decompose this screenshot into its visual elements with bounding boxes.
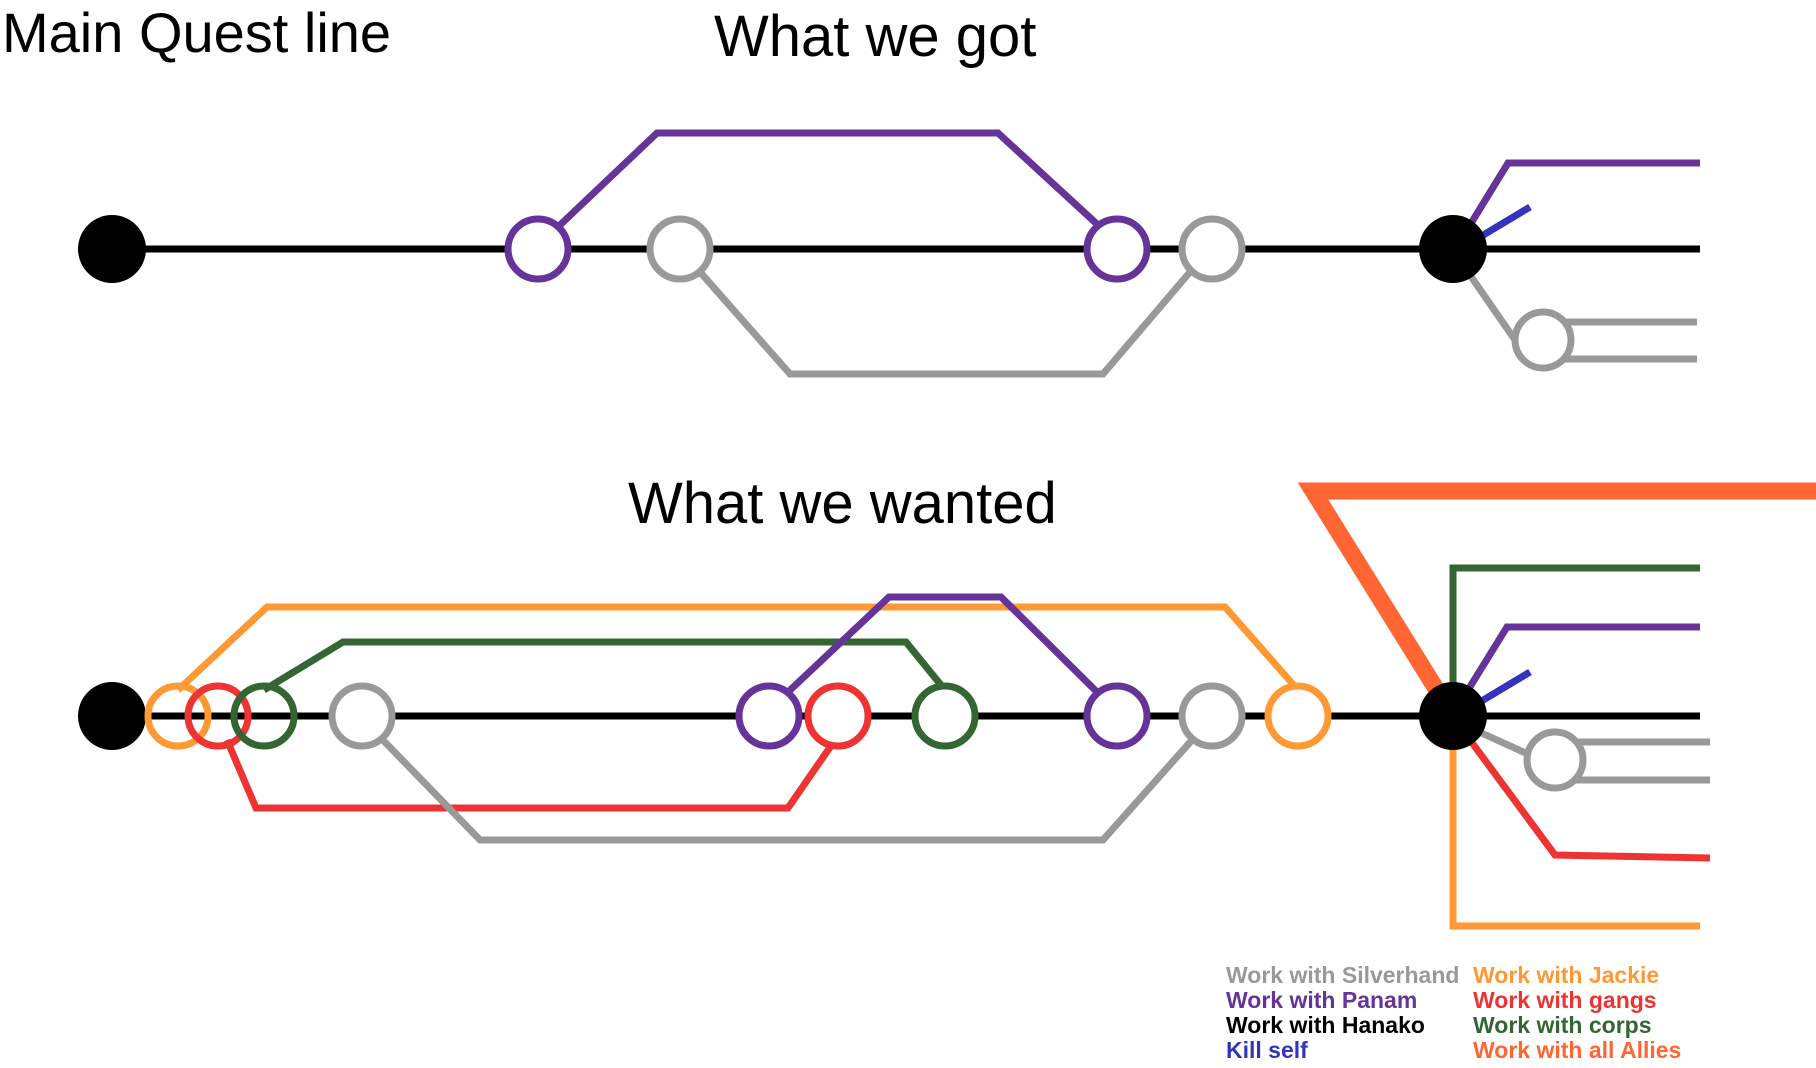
what-we-got-title: What we got [714,4,1037,69]
got-ending-panam [1467,159,1700,227]
wanted-panam-node-2 [1083,682,1151,750]
legend-kill-self: Kill self [1226,1037,1308,1063]
what-we-wanted-diagram [78,482,1816,930]
wanted-ending-silverhand-diag [1473,726,1532,759]
wanted-ending-gangs [1467,737,1711,862]
wanted-gangs-branch [223,738,838,812]
wanted-panam-branch [784,593,1101,696]
legend-gangs: Work with gangs [1473,987,1657,1013]
wanted-jackie-branch [175,603,1301,693]
got-start-node [78,215,146,283]
legend-left: Work with Silverhand Work with Panam Wor… [1226,963,1459,1063]
got-panam-node-1 [504,215,572,283]
got-silverhand-node-1 [646,215,714,283]
wanted-silverhand-node-2 [1178,682,1246,750]
wanted-ending-corps [1449,564,1700,716]
legend-all-allies: Work with all Allies [1473,1037,1682,1063]
legend-corps: Work with corps [1473,1012,1652,1038]
what-we-wanted-title: What we wanted [628,471,1057,536]
wanted-ending-kill-self [1473,668,1532,709]
wanted-corps-node-1 [230,682,298,750]
got-silverhand-node-2 [1178,215,1246,283]
wanted-corps-node-2 [911,682,979,750]
wanted-panam-node-1 [735,682,803,750]
wanted-gangs-node-1 [184,682,252,750]
wanted-ending-panam [1465,623,1700,692]
wanted-jackie-node-1 [144,682,212,750]
wanted-jackie-node-2 [1264,682,1332,750]
wanted-silverhand-branch [375,732,1195,844]
legend-jackie: Work with Jackie [1473,962,1660,988]
got-silverhand-branch [697,269,1193,378]
wanted-start-node [78,682,146,750]
wanted-gangs-node-2 [804,682,872,750]
got-ending-silverhand-node [1511,308,1575,372]
wanted-corps-branch [262,638,948,693]
what-we-got-diagram [78,129,1700,378]
got-panam-node-2 [1083,215,1151,283]
got-panam-branch [557,129,1101,228]
wanted-ending-jackie [1449,716,1700,930]
got-ending-kill-self [1473,203,1532,244]
wanted-silverhand-node-1 [328,682,396,750]
legend-panam: Work with Panam [1226,987,1418,1013]
main-quest-line-title: Main Quest line [2,1,392,64]
got-end-node [1419,215,1487,283]
wanted-ending-silverhand-node [1523,728,1587,792]
legend-right: Work with Jackie Work with gangs Work wi… [1473,963,1681,1063]
wanted-end-node [1419,682,1487,750]
wanted-all-allies-line [1297,482,1816,721]
legend-hanako: Work with Hanako [1226,1012,1425,1038]
got-ending-silverhand-diag [1467,273,1518,342]
legend-silverhand: Work with Silverhand [1226,962,1460,988]
